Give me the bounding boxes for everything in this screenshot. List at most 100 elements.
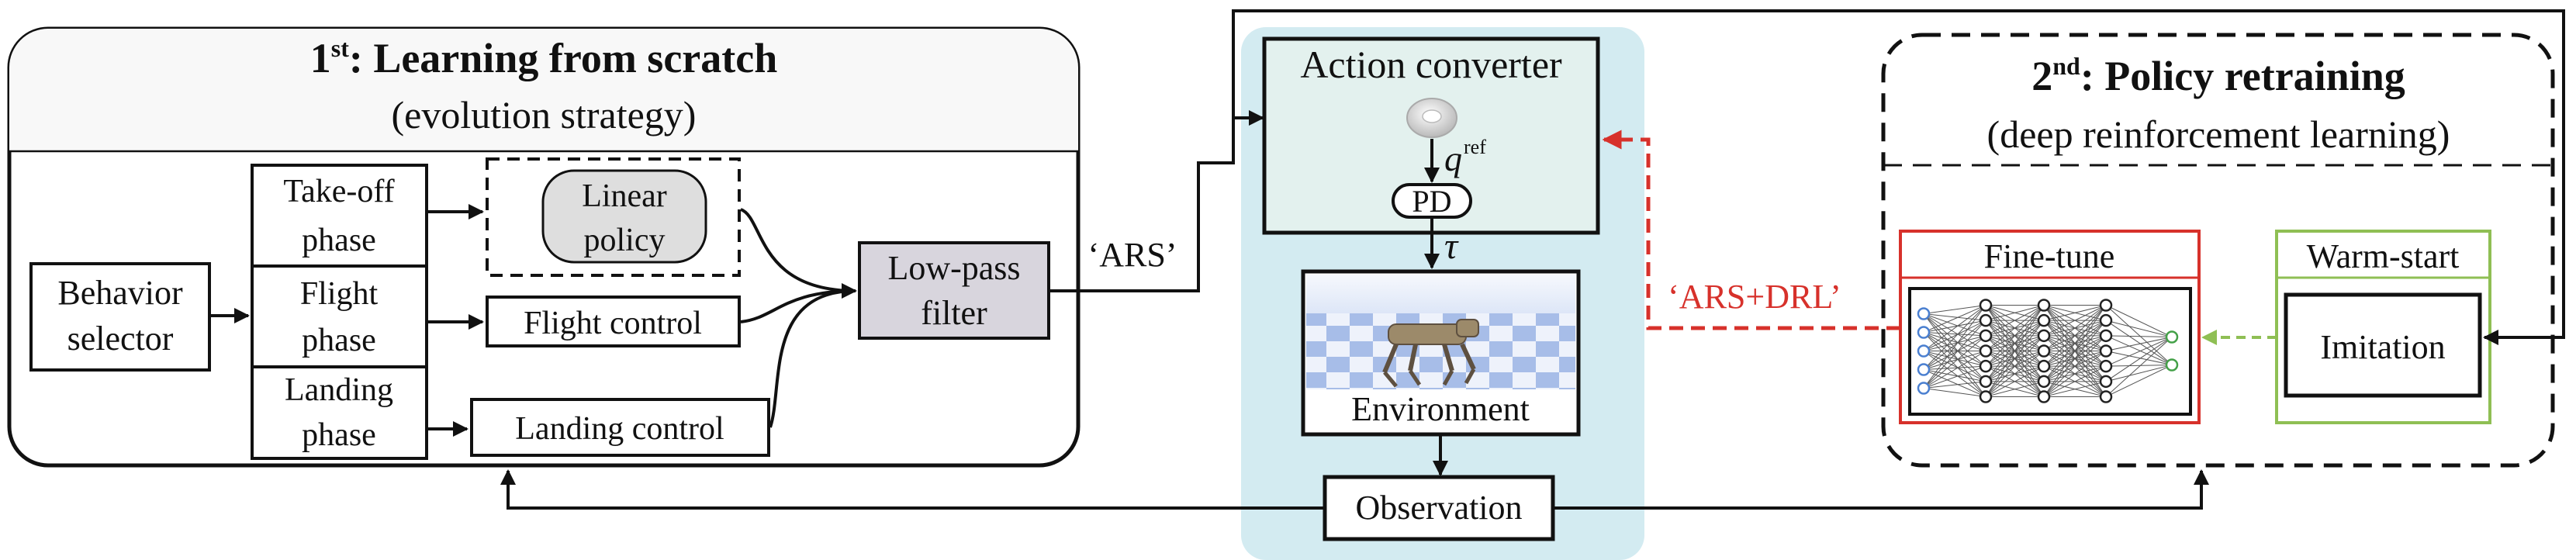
nn-edge — [1923, 320, 1986, 351]
svg-text:policy: policy — [584, 223, 666, 258]
svg-text:Warm-start: Warm-start — [2307, 237, 2460, 275]
nn-edge — [2043, 305, 2107, 351]
nn-edge — [1923, 332, 1986, 367]
nn-edge — [1923, 365, 1986, 389]
svg-text:Take-off: Take-off — [283, 174, 394, 209]
nn-edge — [1985, 305, 2045, 321]
nn-node — [2099, 390, 2113, 403]
svg-text:phase: phase — [302, 223, 376, 258]
nn-node — [1979, 359, 1993, 373]
nn-edge — [2105, 320, 2173, 337]
stage1-title: 1st: Learning from scratch — [310, 34, 778, 81]
nn-edge — [1923, 332, 1986, 337]
nn-edge — [2105, 337, 2173, 397]
nn-edge — [1985, 305, 2045, 382]
nn-node — [1979, 329, 1993, 343]
nn-node — [2099, 359, 2113, 373]
nn-edge — [2043, 305, 2107, 337]
nn-edge — [2043, 305, 2107, 397]
ars-drl-label: ‘ARS+DRL’ — [1668, 278, 1841, 316]
nn-edge — [1923, 365, 1986, 370]
nn-edge — [2043, 305, 2107, 367]
nn-edge — [2043, 305, 2107, 382]
nn-edge — [2043, 320, 2107, 397]
nn-node — [2165, 330, 2179, 344]
nn-edge — [1923, 351, 1986, 370]
nn-node — [2037, 299, 2051, 312]
svg-text:Action converter: Action converter — [1300, 43, 1562, 86]
nn-edge — [2105, 337, 2173, 351]
nn-node — [1917, 326, 1931, 339]
nn-node — [1979, 390, 1993, 403]
nn-node — [1979, 344, 1993, 358]
svg-text:Imitation: Imitation — [2320, 328, 2445, 366]
nn-edge — [1923, 335, 1986, 389]
svg-text:selector: selector — [67, 320, 174, 358]
nn-edge — [1923, 332, 1986, 382]
nn-edge — [1923, 351, 1986, 389]
svg-text:Landing: Landing — [285, 372, 393, 408]
nn-node — [2037, 344, 2051, 358]
nn-edge — [2043, 351, 2107, 397]
behavior-selector-box: Behavior selector — [29, 262, 211, 372]
nn-edge — [1923, 305, 1986, 389]
nn-node — [2037, 375, 2051, 389]
nn-edge — [2105, 337, 2173, 382]
svg-text:phase: phase — [302, 323, 376, 358]
takeoff-phase-box: Take-off phase — [251, 164, 428, 268]
nn-edge — [1923, 335, 1986, 370]
landing-phase-box: Landing phase — [251, 365, 428, 460]
nn-node — [2037, 313, 2051, 327]
nn-edge — [1985, 365, 2045, 397]
nn-node — [2099, 344, 2113, 358]
quadruped-robot-icon — [1382, 319, 1479, 388]
svg-text:Linear: Linear — [582, 178, 667, 214]
svg-text:Behavior: Behavior — [57, 274, 183, 312]
ars-path: ‘ARS’ — [1049, 110, 1264, 292]
nn-edge — [1923, 320, 1986, 389]
nn-edge — [2105, 335, 2173, 337]
landing-control-box: Landing control — [470, 398, 770, 457]
observation-box: Observation — [1323, 475, 1555, 541]
nn-node — [2099, 299, 2113, 312]
finetune-box: Fine-tune — [1899, 230, 2201, 424]
action-converter-box: Action converter qref PD — [1262, 36, 1600, 235]
svg-text:Environment: Environment — [1351, 390, 1530, 428]
nn-edge — [1923, 335, 1986, 351]
neural-network-icon — [1917, 299, 2179, 403]
nn-edge — [1985, 335, 2045, 397]
ars-drl-path: ‘ARS+DRL’ — [1602, 130, 1900, 330]
nn-node — [2037, 359, 2051, 373]
nn-node — [1979, 299, 1993, 312]
nn-edge — [1923, 351, 1986, 382]
nn-edge — [1985, 305, 2045, 367]
nn-node — [1917, 382, 1931, 395]
svg-text:PD: PD — [1412, 184, 1451, 219]
nn-edge — [1923, 320, 1986, 370]
ars-label: ‘ARS’ — [1088, 236, 1177, 274]
svg-text:Flight control: Flight control — [524, 306, 702, 341]
nn-edge — [1923, 332, 1986, 351]
nn-edge — [2105, 351, 2173, 365]
stage1-subtitle: (evolution strategy) — [392, 93, 697, 137]
top-feedback-arrow — [1232, 9, 2565, 345]
nn-edge — [2105, 335, 2173, 365]
nn-edge — [1923, 388, 1986, 397]
nn-edge — [1923, 305, 1986, 314]
nn-edge — [1923, 381, 1986, 389]
nn-edge — [1985, 305, 2045, 337]
svg-text:Flight: Flight — [300, 276, 379, 312]
stage2-subtitle: (deep reinforcement learning) — [1987, 112, 2450, 156]
nn-edge — [2043, 365, 2107, 397]
nn-edge — [1923, 320, 1986, 333]
nn-edge — [2105, 305, 2173, 337]
lowpass-filter-box: Low-pass filter — [858, 241, 1050, 340]
environment-box: Environment — [1301, 269, 1581, 437]
nn-edge — [2043, 335, 2107, 397]
nn-edge — [2105, 305, 2173, 365]
nn-edge — [1985, 305, 2045, 351]
nn-node — [2099, 329, 2113, 343]
nn-edge — [2105, 320, 2173, 365]
nn-node — [2099, 375, 2113, 389]
